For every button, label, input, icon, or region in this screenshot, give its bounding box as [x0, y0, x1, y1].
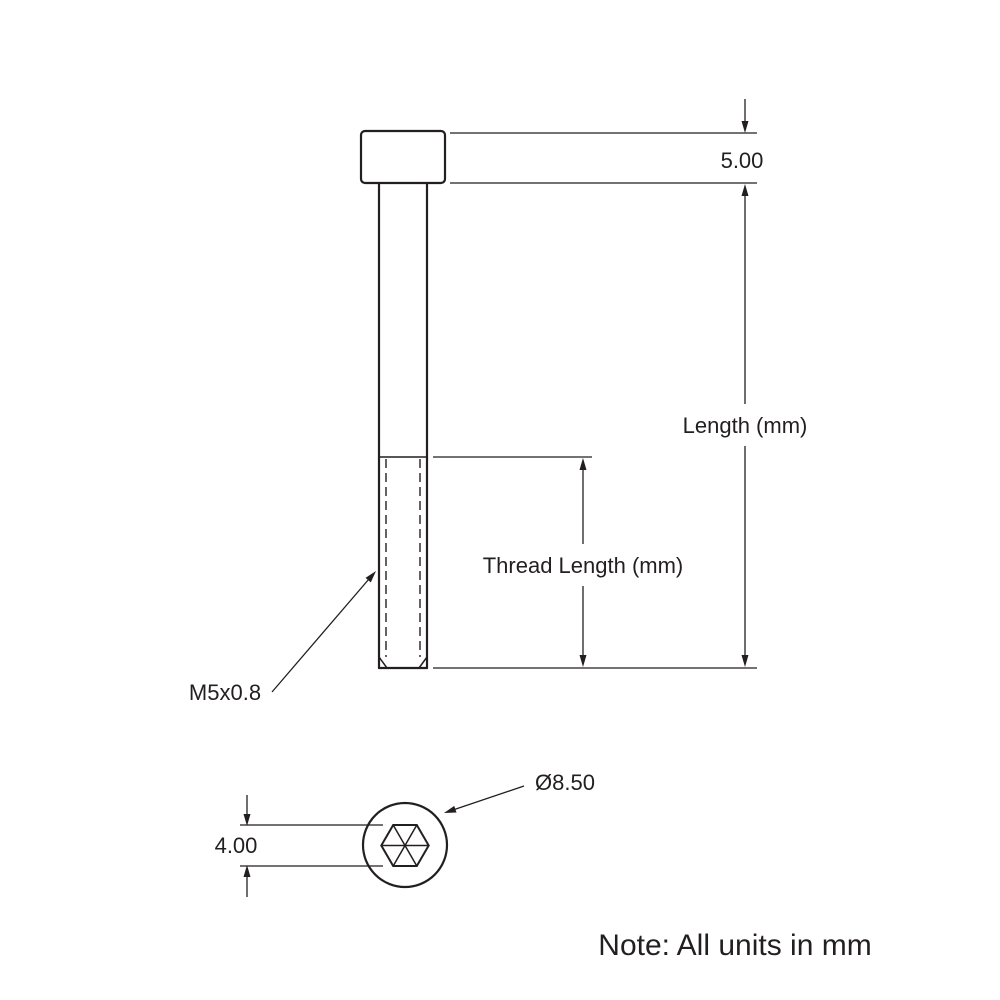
arrow-down-icon [579, 655, 587, 667]
screw-head-outline [359, 129, 447, 185]
hex-socket-size-dimension: 4.00 [215, 795, 383, 897]
thread-spec-callout: M5x0.8 [189, 571, 376, 705]
overall-length-dimension: Length (mm) [683, 184, 808, 667]
screw-tip-chamfer [378, 656, 428, 669]
leader-arrow-icon [444, 805, 457, 813]
head-circle-outline [361, 801, 449, 889]
hex-socket-diagonals [380, 824, 430, 867]
end-view [361, 801, 449, 889]
end-view-dimensions: Ø8.50 4.00 [215, 770, 595, 897]
arrow-down-icon [741, 655, 749, 667]
screw-shank-outline [377, 181, 429, 670]
overall-length-label: Length (mm) [683, 413, 808, 438]
arrow-up-icon [243, 865, 251, 877]
head-height-dimension: 5.00 [721, 99, 764, 173]
units-note: Note: All units in mm [598, 929, 871, 962]
head-diameter-callout: Ø8.50 [444, 770, 595, 813]
arrow-down-icon [243, 814, 251, 826]
thread-spec-label: M5x0.8 [189, 680, 261, 705]
thread-minor-diameter-dashed [385, 459, 421, 657]
head-height-label: 5.00 [721, 148, 764, 173]
arrow-up-icon [579, 458, 587, 470]
thread-length-dimension: Thread Length (mm) [483, 458, 684, 667]
side-view-dimensions: 5.00 Length (mm) Thread Length (mm) [189, 99, 807, 705]
leader-arrow-icon [365, 571, 376, 583]
hex-socket [380, 824, 430, 867]
thread-length-label: Thread Length (mm) [483, 553, 684, 578]
hex-socket-size-label: 4.00 [215, 833, 258, 858]
arrow-up-icon [741, 184, 749, 196]
head-diameter-label: Ø8.50 [535, 770, 595, 795]
side-view [359, 129, 447, 670]
arrow-down-icon [741, 121, 749, 133]
extension-lines [433, 132, 757, 669]
